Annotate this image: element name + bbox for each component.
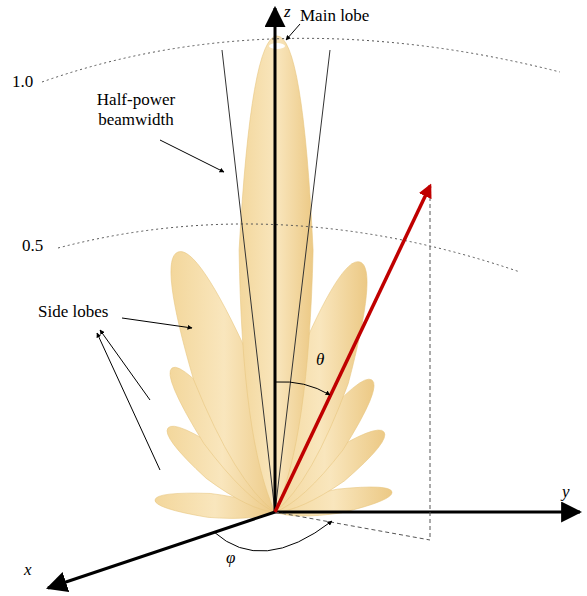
leader-arrow [122, 318, 192, 328]
beamwidth-line [275, 50, 330, 512]
projection-line [430, 190, 431, 540]
label: Half-power beamwidth [86, 90, 186, 129]
label: 1.0 [12, 72, 33, 92]
direction-arrow [275, 186, 430, 512]
projection-line [275, 512, 430, 540]
label: x [24, 560, 32, 580]
level-arc [58, 224, 520, 272]
leader-arrow [160, 140, 224, 172]
x-axis [48, 512, 275, 588]
leader-arrow [100, 330, 150, 400]
label: Side lobes [38, 302, 108, 322]
leader-arrow [97, 333, 160, 470]
phi-arc [214, 521, 332, 551]
label: 0.5 [22, 236, 43, 256]
label: Main lobe [300, 6, 369, 26]
leader-arrow [286, 24, 300, 40]
label: φ [226, 548, 235, 568]
label: y [562, 482, 570, 502]
y-axis [275, 511, 580, 514]
level-arc [42, 38, 560, 82]
lobe-mark [269, 43, 285, 49]
label: z [284, 2, 291, 22]
theta-arc [275, 382, 330, 395]
label: θ [316, 350, 324, 370]
z-axis [274, 8, 277, 512]
beamwidth-line [222, 50, 275, 512]
